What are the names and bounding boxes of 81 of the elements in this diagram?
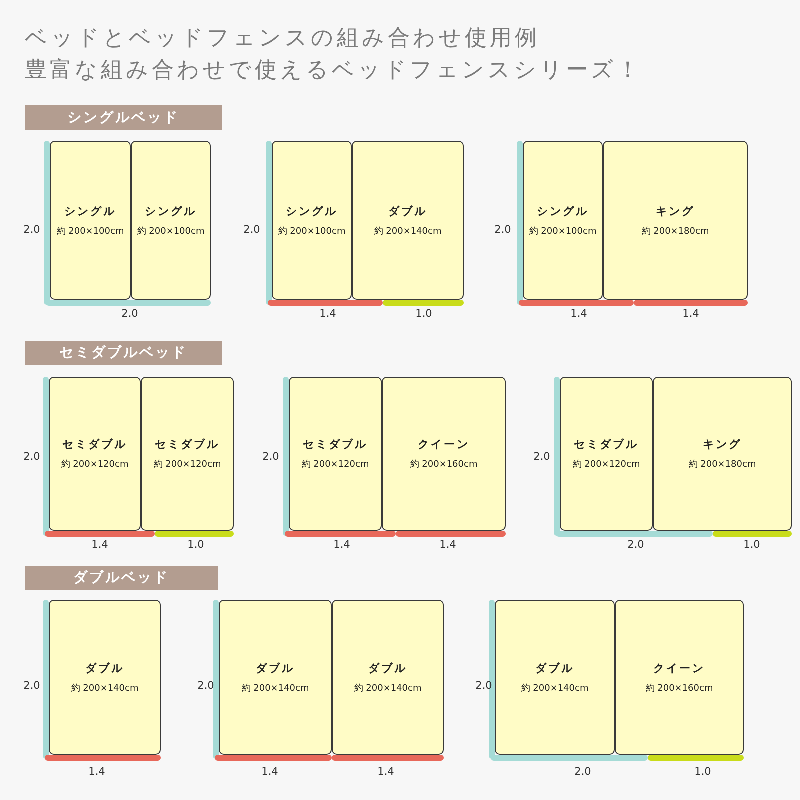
dimension-label: 2.0 [628,539,644,551]
bed-box [523,141,603,300]
dimension-label: 1.4 [378,766,394,778]
section-header: シングルベッド [25,105,222,130]
bed-type-text: キング [703,437,742,452]
bed-type-text: シングル [537,204,589,218]
bed-size-text: 約 200×140cm [242,682,310,694]
bed-size-text: 約 200×120cm [61,458,129,471]
dimension-label: 1.0 [744,539,760,551]
bed-type-text: ダブル [86,660,124,676]
bed-box [560,377,653,531]
bed-box [332,600,444,755]
bed-type-text: ダブル [388,204,428,218]
bed-box [49,377,141,531]
bed-type-text: キング [656,204,695,218]
section-header: セミダブルベッド [25,341,222,365]
bed-size-text: 約 200×120cm [302,458,370,471]
dimension-label: 2.0 [262,451,280,463]
bed-size-text: 約 200×180cm [642,226,710,238]
dimension-label: 2.0 [24,451,40,463]
bed-size-text: 約 200×160cm [410,458,478,471]
bed-box [50,141,131,300]
bed-size-text: 約 200×140cm [521,682,589,694]
bed-size-text: 約 200×100cm [56,226,124,238]
bed-box [615,600,744,755]
bed-type-text: セミダブル [303,437,368,452]
bed-size-text: 約 200×100cm [137,226,205,238]
bed-size-text: 約 200×120cm [572,458,640,471]
bed-type-text: セミダブル [155,437,220,452]
bed-box [131,141,211,300]
bed-size-text: 約 200×100cm [529,226,597,238]
dimension-label: 1.4 [334,539,350,551]
bed-type-text: クイーン [654,660,706,676]
bed-size-text: 約 200×140cm [354,682,422,694]
dimension-label: 1.4 [570,308,588,320]
bed-size-text: 約 200×100cm [278,226,346,238]
bed-size-text: 約 200×140cm [374,226,442,238]
bed-box [141,377,234,531]
bed-type-text: ダブル [368,660,408,676]
dimension-label: 1.4 [88,766,106,778]
bed-type-text: ダブル [256,660,295,676]
dimension-label: 2.0 [244,224,260,236]
bed-size-text: 約 200×180cm [688,458,756,471]
bed-type-text: クイーン [418,437,470,452]
bed-box [289,377,382,531]
bed-box [603,141,748,300]
dimension-label: 1.4 [92,539,108,551]
bed-size-text: 約 200×160cm [646,682,714,694]
bed-size-text: 約 200×140cm [71,682,139,694]
dimension-label: 2.0 [122,308,138,320]
dimension-label: 1.0 [188,539,204,551]
dimension-label: 2.0 [574,766,592,778]
bed-type-text: ダブル [536,660,574,676]
dimension-label: 2.0 [476,680,492,692]
bed-box [49,600,161,755]
bed-box [495,600,615,755]
dimension-label: 1.0 [416,308,432,320]
dimension-label: 1.4 [440,539,456,551]
bed-type-text: シングル [286,204,338,218]
title: ベッドとベッドフェンスの組み合わせ使用例 [25,26,540,52]
dimension-label: 1.0 [694,766,712,778]
bed-box [272,141,352,300]
dimension-label: 2.0 [24,680,40,692]
dimension-label: 2.0 [24,224,40,236]
bed-box [352,141,464,300]
subtitle: 豊富な組み合わせで使えるベッドフェンスシリーズ！ [25,58,642,84]
bed-type-text: シングル [145,204,197,218]
dimension-label: 2.0 [494,224,512,236]
bed-type-text: シングル [64,204,116,218]
dimension-label: 1.4 [262,766,278,778]
bed-box [219,600,332,755]
bed-box [653,377,792,531]
dimension-label: 2.0 [534,451,550,463]
section-header: ダブルベッド [25,566,218,590]
bed-size-text: 約 200×120cm [154,458,222,471]
bed-type-text: セミダブル [574,437,639,452]
dimension-label: 1.4 [682,308,700,320]
dimension-label: 2.0 [198,680,214,692]
dimension-label: 1.4 [320,308,336,320]
bed-type-text: セミダブル [62,437,128,452]
bed-box [382,377,506,531]
